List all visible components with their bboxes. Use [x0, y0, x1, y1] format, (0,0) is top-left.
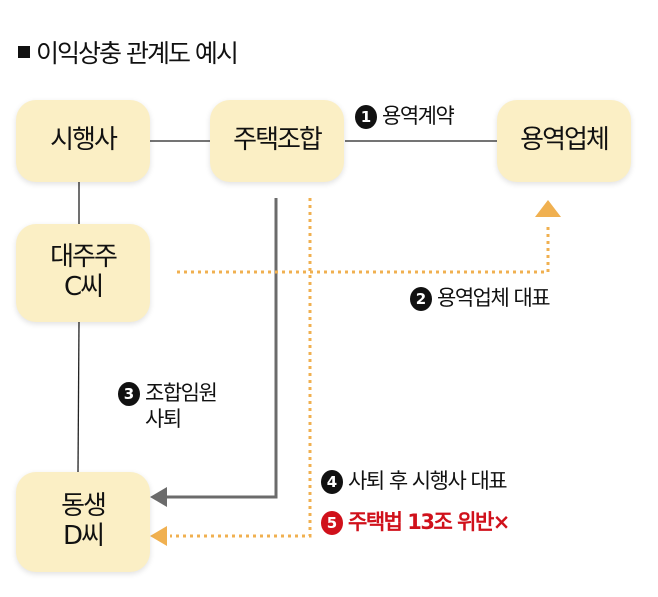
square-bullet-icon — [18, 46, 30, 58]
node-label: 시행사 — [50, 125, 118, 156]
node-sublabel: D씨 — [63, 521, 105, 551]
label-text: 사퇴 후 시행사 대표 — [348, 469, 508, 493]
node-service-company: 용역업체 — [497, 100, 631, 182]
node-developer: 시행사 — [16, 100, 150, 182]
label-text: 사퇴 — [145, 407, 182, 432]
node-housing-union: 주택조합 — [210, 100, 344, 182]
node-label: 동생 — [61, 491, 107, 522]
number-2-icon: 2 — [410, 287, 432, 311]
node-label: 주택조합 — [233, 125, 323, 156]
orange-dotted-to-brother — [170, 198, 312, 538]
title-text: 이익상충 관계도 예시 — [36, 39, 239, 68]
orange-arrowhead-brother — [150, 526, 167, 546]
label-text: 조합임원 — [145, 381, 218, 405]
label-text: 용역계약 — [382, 104, 455, 128]
diagram-title: 이익상충 관계도 예시 — [18, 34, 239, 70]
orange-dotted-to-service — [177, 225, 550, 274]
gray-arrowhead — [150, 487, 167, 507]
number-4-icon: 4 — [321, 470, 343, 494]
number-3-icon: 3 — [118, 382, 140, 406]
label-text: 용역업체 대표 — [437, 286, 551, 310]
number-5-icon: 5 — [321, 511, 343, 535]
gray-arrow-line — [165, 198, 278, 499]
number-1-icon: 1 — [355, 105, 377, 129]
line-shareholder-brother — [77, 321, 80, 473]
orange-arrowhead-service — [535, 200, 561, 217]
node-sublabel: C씨 — [63, 272, 104, 302]
node-label: 용역업체 — [520, 125, 610, 156]
node-label: 대주주 — [50, 242, 118, 273]
label-text: 주택법 13조 위반× — [348, 510, 510, 534]
